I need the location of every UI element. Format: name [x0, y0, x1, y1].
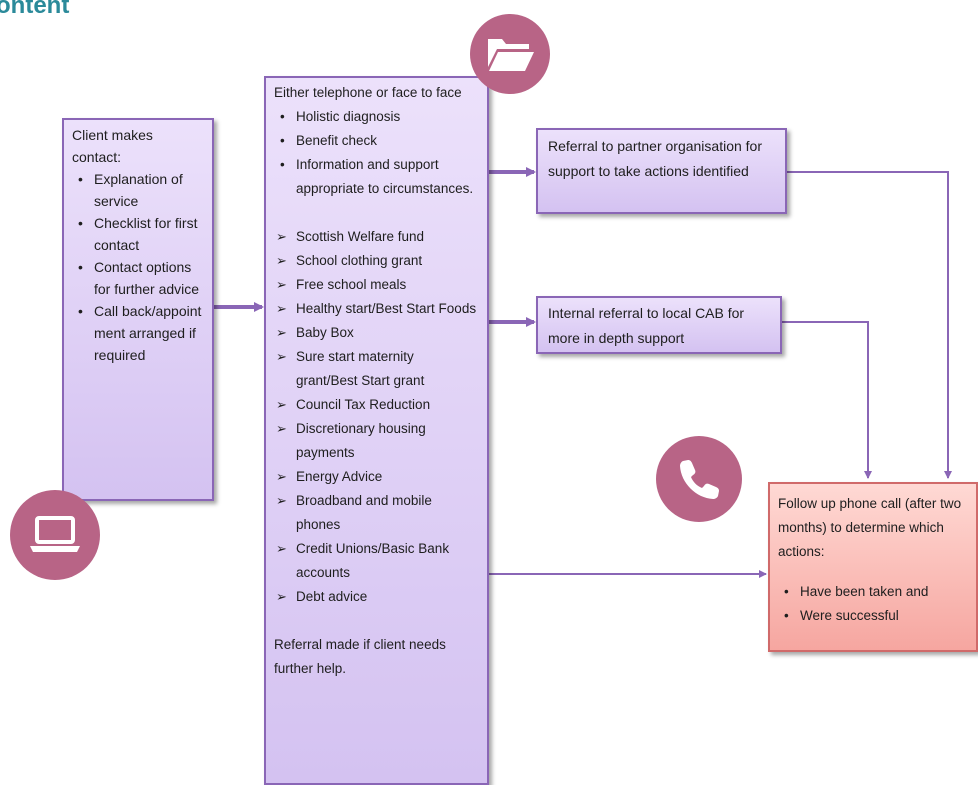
- partner-referral-text: Referral to partner organisation for sup…: [548, 138, 762, 179]
- list-item: •Information and support appropriate to …: [280, 157, 474, 196]
- follow-up-list: •Have been taken and •Were successful: [778, 580, 968, 628]
- service-box-footer: Referral made if client needs further he…: [274, 637, 446, 676]
- list-item: ➢Debt advice: [276, 589, 368, 604]
- list-item: ➢Council Tax Reduction: [276, 397, 431, 412]
- follow-up-text: Follow up phone call (after two months) …: [778, 496, 962, 559]
- list-item: ➢Broadband and mobile phones: [276, 493, 432, 532]
- list-item: ➢Scottish Welfare fund: [276, 229, 425, 244]
- diagnosis-list: •Holistic diagnosis •Benefit check •Info…: [274, 105, 479, 201]
- list-item: ➢Free school meals: [276, 277, 407, 292]
- laptop-icon: [10, 490, 100, 580]
- list-item: •Explanation of service: [78, 171, 183, 209]
- arrow-internal-to-follow-up: [782, 321, 872, 479]
- list-item: •Contact options for further advice: [78, 259, 200, 297]
- client-contact-list: •Explanation of service •Checklist for f…: [72, 168, 204, 366]
- phone-icon: [656, 436, 742, 522]
- page-heading: ontent: [0, 0, 70, 19]
- follow-up-box: Follow up phone call (after two months) …: [768, 482, 978, 652]
- list-item: ➢Sure start maternity grant/Best Start g…: [276, 349, 425, 388]
- list-item: ➢Baby Box: [276, 325, 354, 340]
- list-item: ➢Discretionary housing payments: [276, 421, 426, 460]
- list-item: •Checklist for first contact: [78, 215, 198, 253]
- list-item: ➢School clothing grant: [276, 253, 423, 268]
- client-contact-box: Client makes contact: •Explanation of se…: [62, 118, 214, 501]
- internal-referral-text: Internal referral to local CAB for more …: [548, 305, 745, 346]
- internal-referral-box: Internal referral to local CAB for more …: [536, 296, 782, 354]
- list-item: •Benefit check: [280, 133, 378, 148]
- list-item: •Call back/appoint ment arranged if requ…: [78, 303, 202, 363]
- list-item: •Have been taken and: [784, 584, 929, 599]
- service-box: Either telephone or face to face •Holist…: [264, 76, 489, 785]
- partner-referral-box: Referral to partner organisation for sup…: [536, 128, 787, 214]
- list-item: •Were successful: [784, 608, 899, 623]
- client-contact-title: Client makes contact:: [72, 127, 153, 165]
- folder-icon: [470, 14, 550, 94]
- service-box-title: Either telephone or face to face: [274, 85, 462, 100]
- arrow-partner-to-follow-up: [787, 171, 952, 479]
- list-item: ➢Credit Unions/Basic Bank accounts: [276, 541, 450, 580]
- list-item: ➢Energy Advice: [276, 469, 383, 484]
- list-item: ➢Healthy start/Best Start Foods: [276, 301, 477, 316]
- list-item: •Holistic diagnosis: [280, 109, 401, 124]
- support-list: ➢Scottish Welfare fund ➢School clothing …: [274, 225, 479, 609]
